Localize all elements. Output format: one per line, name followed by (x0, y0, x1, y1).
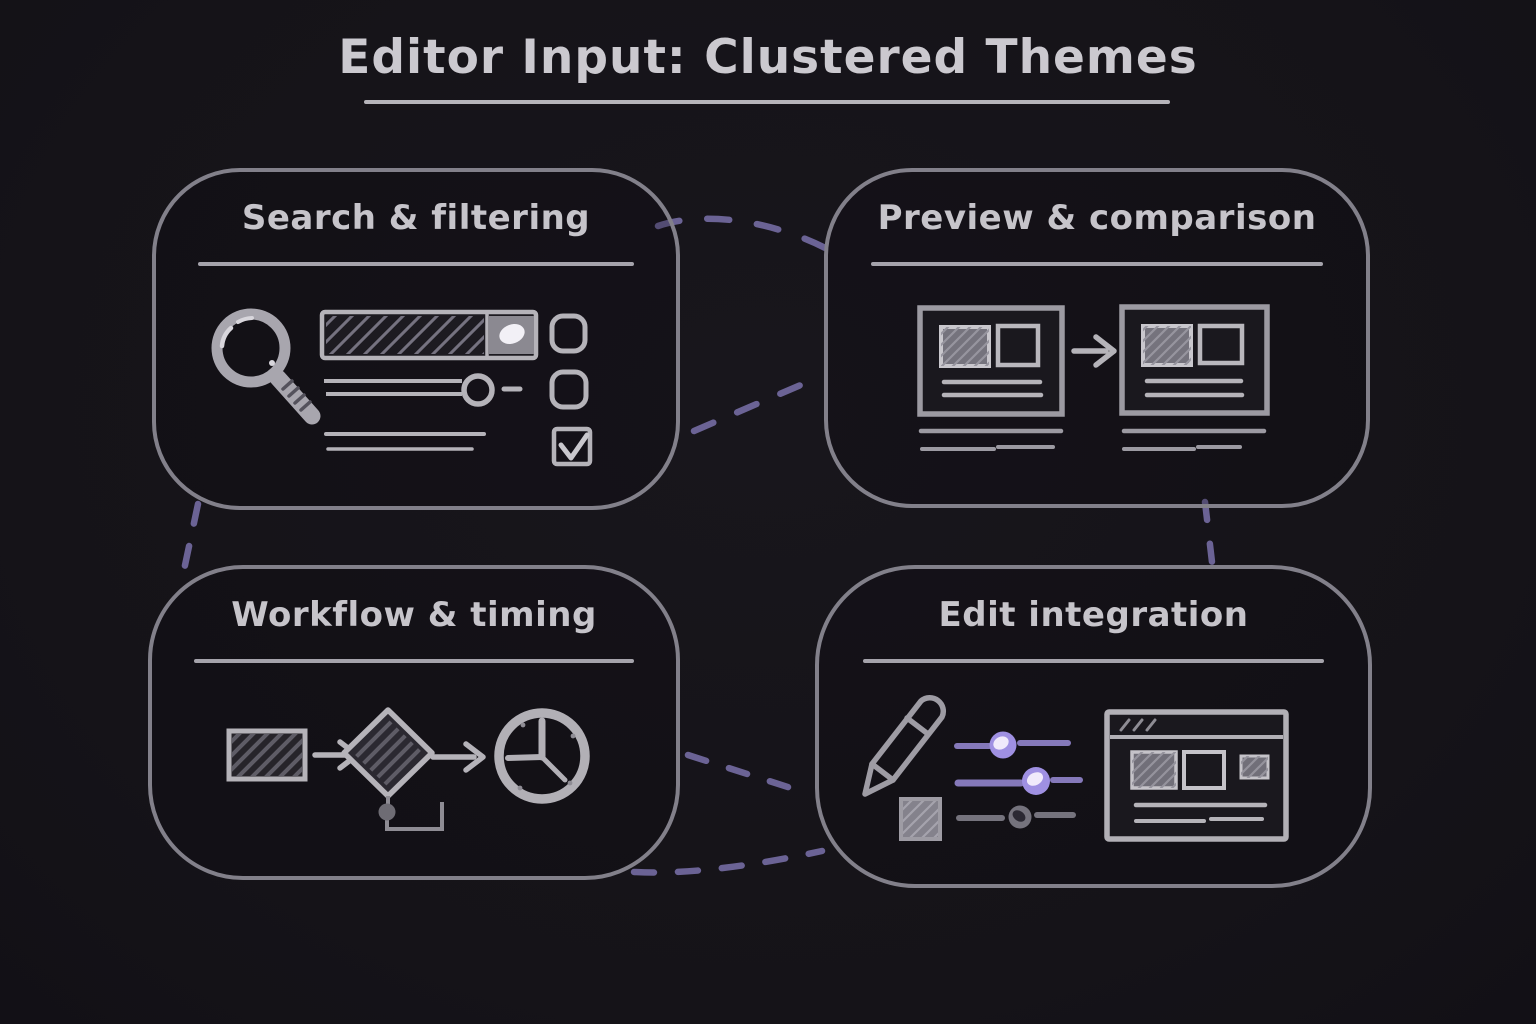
search-bar-button-blob (499, 324, 525, 344)
connector-workflow-edit-upper (684, 751, 798, 793)
connector-search-preview-upper (654, 215, 837, 256)
page-title-underline (364, 100, 1170, 104)
connector-elbow (385, 796, 444, 831)
swatch-square[interactable] (899, 797, 942, 841)
checked-checkbox-icon[interactable] (551, 426, 593, 467)
connector-node (378, 803, 396, 821)
cluster-underline (871, 262, 1323, 266)
magnifier-icon (211, 308, 321, 425)
workflow-timing-art (226, 707, 590, 831)
slider-row[interactable] (324, 373, 523, 407)
search-bar[interactable] (319, 309, 539, 361)
search-filtering-art (211, 308, 593, 467)
caption-lines (1121, 428, 1267, 451)
edit-integration-art (862, 695, 1289, 842)
thumbnail-outline (1182, 750, 1226, 790)
cluster-edit-integration: Edit integration (815, 565, 1372, 888)
thumbnail-outline (1197, 323, 1245, 366)
clock-icon (494, 708, 590, 804)
cluster-preview-comparison: Preview & comparison (824, 168, 1370, 508)
connector-search-workflow (180, 500, 202, 574)
thumbnail-outline (995, 323, 1041, 368)
preview-comparison-art (917, 304, 1270, 451)
text-lines (324, 432, 486, 451)
cluster-title-preview-comparison: Preview & comparison (877, 198, 1317, 238)
cluster-workflow-timing: Workflow & timing (148, 565, 680, 880)
clock-ticks (517, 722, 576, 791)
slider-gray[interactable] (956, 805, 1076, 829)
page-title: Editor Input: Clustered Themes (338, 30, 1198, 85)
caption-lines (918, 428, 1064, 451)
arrow-right-icon (1071, 334, 1117, 368)
checkbox-icon[interactable] (549, 313, 588, 354)
decision-diamond (341, 707, 435, 799)
connector-preview-edit (1201, 498, 1216, 566)
browser-window (1104, 709, 1289, 842)
slider-purple[interactable] (954, 767, 1083, 795)
cluster-title-workflow-timing: Workflow & timing (231, 595, 597, 635)
header-hatch (1119, 718, 1157, 732)
cluster-underline (193, 659, 635, 663)
arrow-right-icon (430, 741, 486, 773)
preview-card-before (917, 305, 1065, 417)
pencil-icon (862, 695, 947, 797)
cluster-title-edit-integration: Edit integration (938, 595, 1249, 635)
cluster-title-search-filtering: Search & filtering (241, 198, 591, 238)
cluster-underline (862, 659, 1325, 663)
process-rect (226, 728, 308, 782)
slider-purple[interactable] (954, 731, 1071, 759)
preview-card-after (1119, 304, 1270, 416)
cluster-underline (197, 262, 635, 266)
cluster-search-filtering: Search & filtering (152, 168, 680, 510)
connector-search-preview-lower (690, 380, 807, 435)
slider-knob[interactable] (461, 373, 495, 407)
checkbox-icon[interactable] (549, 369, 589, 410)
